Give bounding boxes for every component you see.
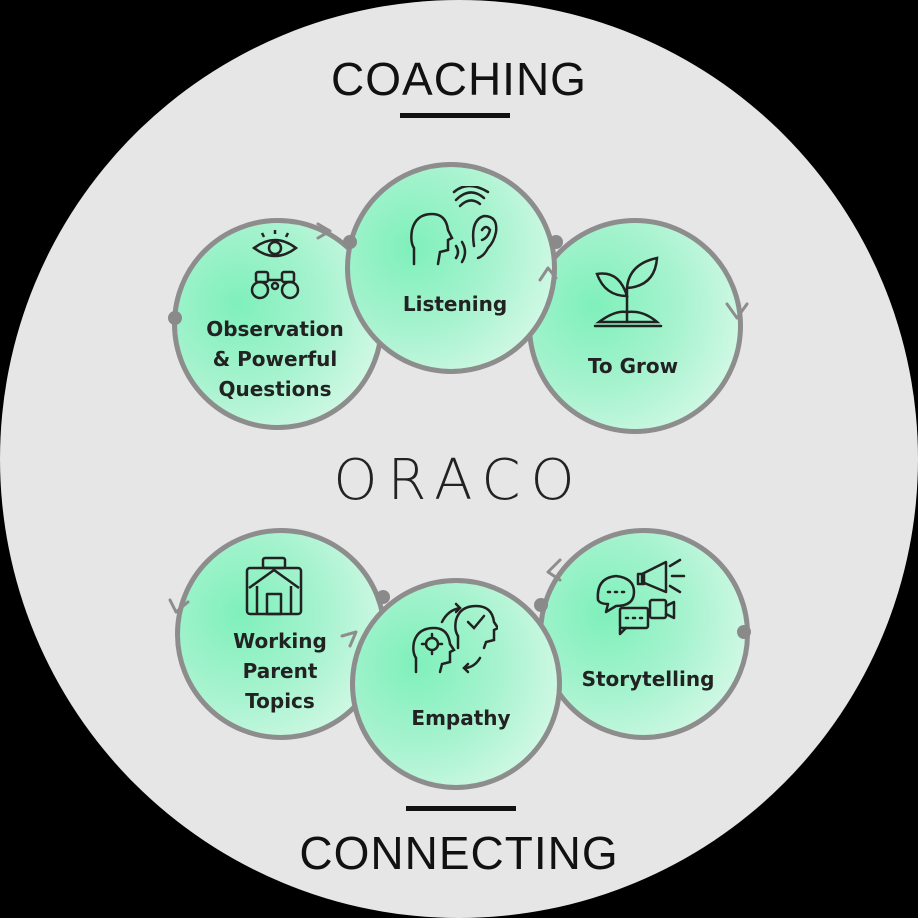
connector-dot xyxy=(168,311,182,325)
listening-label: Listening xyxy=(402,292,508,316)
head-ear-icon xyxy=(410,186,498,266)
to-grow-label: To Grow xyxy=(587,354,679,378)
connector-dot xyxy=(737,625,751,639)
eye-binoculars-icon xyxy=(250,230,300,300)
storytelling-label: Storytelling xyxy=(581,667,715,691)
connector-dot xyxy=(549,235,563,249)
connector-dot xyxy=(534,598,548,612)
speech-camera-megaphone-icon xyxy=(596,558,686,636)
empathy-circle xyxy=(350,578,562,790)
coaching-heading: COACHING xyxy=(331,53,587,105)
empathy-label: Empathy xyxy=(411,706,511,730)
house-briefcase-icon xyxy=(245,556,303,616)
connecting-overline xyxy=(406,806,516,811)
brand-logo: ORACO xyxy=(333,448,585,513)
connecting-heading: CONNECTING xyxy=(299,827,619,879)
connector-dot xyxy=(343,235,357,249)
coaching-underline xyxy=(400,113,510,118)
gear-head-icon xyxy=(412,602,498,674)
sprout-icon xyxy=(593,256,663,328)
listening-circle xyxy=(345,162,557,374)
connector-dot xyxy=(376,590,390,604)
